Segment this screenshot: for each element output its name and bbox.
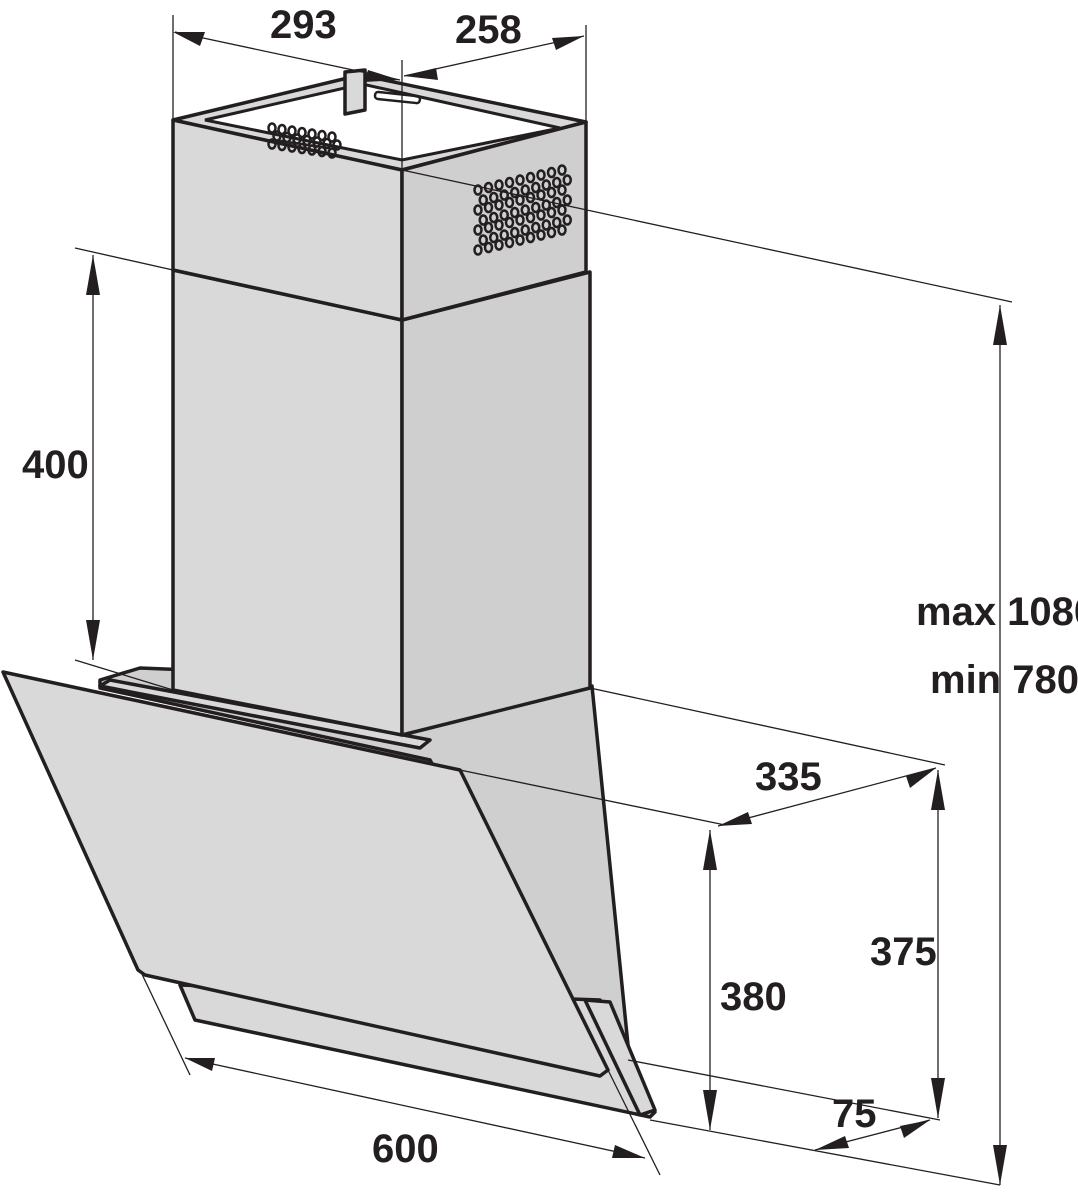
vent-hole xyxy=(562,194,572,206)
vent-hole xyxy=(473,244,483,256)
vent-hole xyxy=(489,191,499,204)
vent-hole xyxy=(552,176,562,189)
vent-hole xyxy=(292,133,302,145)
vent-hole xyxy=(536,229,546,241)
vent-grille-left xyxy=(267,122,342,159)
vent-hole xyxy=(520,204,530,216)
vent-hole xyxy=(510,186,520,199)
vent-hole xyxy=(546,226,557,239)
vent-hole xyxy=(332,139,342,151)
vent-hole xyxy=(277,139,287,152)
vent-hole xyxy=(473,224,483,236)
vent-hole xyxy=(510,226,520,239)
vent-hole xyxy=(520,224,530,236)
vent-hole xyxy=(525,231,536,244)
vent-hole xyxy=(277,123,287,136)
vent-hole xyxy=(536,169,546,181)
vent-hole xyxy=(478,214,488,226)
vent-hole xyxy=(483,241,494,254)
dim-335: 335 xyxy=(755,755,822,799)
vent-hole xyxy=(494,239,504,251)
vent-hole xyxy=(267,122,277,134)
dim-min-780: min 780 xyxy=(930,658,1078,702)
vent-hole xyxy=(525,171,536,184)
vent-hole xyxy=(520,184,530,196)
vent-hole xyxy=(473,204,483,216)
vent-hole xyxy=(302,134,312,147)
dim-258: 258 xyxy=(455,8,522,52)
vent-hole xyxy=(489,231,499,244)
vent-hole xyxy=(494,219,504,231)
vent-hole xyxy=(499,209,509,221)
vent-hole xyxy=(515,214,525,226)
side-plate xyxy=(583,998,657,1117)
vent-hole xyxy=(531,221,541,234)
vent-hole xyxy=(499,189,509,201)
vent-hole xyxy=(473,184,483,196)
vent-hole xyxy=(562,214,572,226)
vent-hole xyxy=(546,186,557,199)
vent-hole xyxy=(504,236,515,249)
dim-380: 380 xyxy=(720,975,787,1019)
vent-hole xyxy=(287,141,297,153)
vent-hole xyxy=(494,179,504,191)
vent-hole xyxy=(557,164,567,176)
vent-hole xyxy=(282,131,292,144)
vent-hole xyxy=(307,144,317,156)
vent-hole xyxy=(510,206,520,219)
vent-hole xyxy=(531,201,541,214)
dim-293: 293 xyxy=(270,3,337,47)
vent-hole xyxy=(499,229,509,241)
vent-hole xyxy=(317,129,327,142)
vent-hole xyxy=(327,131,337,143)
vent-hole xyxy=(322,137,332,150)
vent-hole xyxy=(297,126,307,139)
vent-hole xyxy=(546,166,557,179)
vent-hole xyxy=(489,211,499,224)
dim-max-1080: max 1080 xyxy=(916,590,1078,634)
vent-hole xyxy=(327,147,337,159)
vent-hole xyxy=(557,204,567,216)
vent-grille-right xyxy=(473,164,572,256)
vent-hole xyxy=(312,136,322,148)
vent-hole xyxy=(297,142,307,155)
vent-hole xyxy=(317,145,327,158)
lower-chimney xyxy=(171,268,592,737)
upper-chimney xyxy=(171,68,588,322)
vent-hole xyxy=(478,234,488,246)
vent-hole xyxy=(557,224,567,236)
vent-hole xyxy=(541,179,551,191)
dim-75: 75 xyxy=(832,1092,877,1136)
vent-hole xyxy=(562,174,572,186)
mounting-bracket xyxy=(343,68,367,116)
vent-hole xyxy=(307,128,317,140)
vent-hole xyxy=(546,206,557,219)
dim-400: 400 xyxy=(22,443,89,487)
vent-hole xyxy=(478,194,488,206)
dim-375: 375 xyxy=(870,930,937,974)
vent-hole xyxy=(557,184,567,196)
vent-hole xyxy=(483,221,494,234)
vent-hole xyxy=(272,130,282,142)
vent-hole xyxy=(504,176,515,189)
vent-hole xyxy=(525,211,536,224)
vent-hole xyxy=(541,219,551,231)
vent-hole xyxy=(494,199,504,211)
vent-hole xyxy=(504,196,515,209)
vent-hole xyxy=(536,209,546,221)
dim-600: 600 xyxy=(372,1127,439,1171)
top-rim xyxy=(98,678,432,750)
vent-hole xyxy=(515,174,525,186)
vent-hole xyxy=(541,199,551,211)
vent-hole xyxy=(515,234,525,246)
vent-hole xyxy=(504,216,515,229)
vent-hole xyxy=(267,138,277,150)
vent-hole xyxy=(552,216,562,229)
dimension-arrows xyxy=(86,32,1007,1185)
vent-hole xyxy=(287,125,297,137)
vent-hole xyxy=(531,181,541,194)
vent-hole xyxy=(483,201,494,214)
